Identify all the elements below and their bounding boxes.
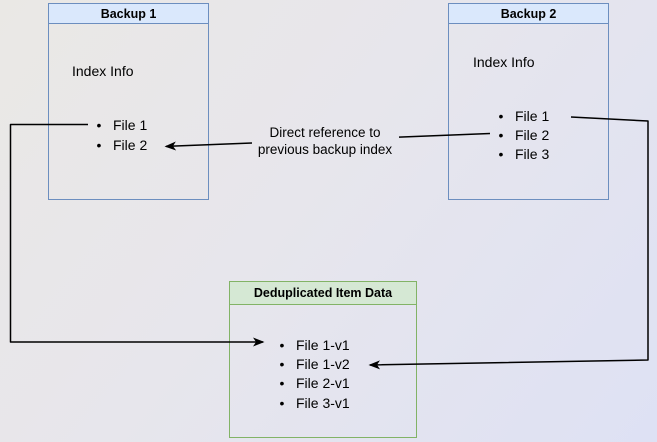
backup1-file-list: • File 1 • File 2 xyxy=(93,115,148,155)
dedup-file3v1-label: File 3-v1 xyxy=(296,394,350,411)
bullet-icon: • xyxy=(279,336,285,353)
backup1-header: Backup 1 xyxy=(49,4,208,24)
bullet-icon: • xyxy=(498,126,504,143)
bullet-icon: • xyxy=(498,107,504,124)
list-item: • File 1-v1 xyxy=(276,335,350,354)
backup1-subtitle: Index Info xyxy=(72,63,134,79)
list-item: • File 1 xyxy=(495,106,550,125)
dedup-node: Deduplicated Item Data • File 1-v1 • Fil… xyxy=(229,281,417,438)
backup2-subtitle: Index Info xyxy=(473,54,535,70)
backup2-file-list: • File 1 • File 2 • File 3 xyxy=(495,106,550,164)
list-item: • File 1-v2 xyxy=(276,354,350,373)
backup1-node: Backup 1 Index Info • File 1 • File 2 xyxy=(48,3,209,200)
list-item: • File 1 xyxy=(93,115,148,135)
annotation-line2: previous backup index xyxy=(257,142,393,157)
dedup-file-list: • File 1-v1 • File 1-v2 • File 2-v1 • Fi… xyxy=(276,335,350,412)
list-item: • File 2 xyxy=(495,125,550,144)
list-item: • File 3 xyxy=(495,145,550,164)
dedup-file1v2-label: File 1-v2 xyxy=(296,355,350,372)
backup2-file1-label: File 1 xyxy=(515,107,550,124)
bullet-icon: • xyxy=(96,117,102,133)
direct-reference-annotation: Direct reference to previous backup inde… xyxy=(234,124,416,158)
bullet-icon: • xyxy=(279,355,285,372)
bullet-icon: • xyxy=(279,394,285,411)
backup2-file2-label: File 2 xyxy=(515,126,550,143)
list-item: • File 2-v1 xyxy=(276,374,350,393)
dedup-header: Deduplicated Item Data xyxy=(230,282,416,305)
list-item: • File 2 xyxy=(93,135,148,155)
annotation-line1: Direct reference to xyxy=(269,125,381,140)
dedup-title: Deduplicated Item Data xyxy=(253,286,393,300)
dedup-file2v1-label: File 2-v1 xyxy=(296,375,350,392)
list-item: • File 3-v1 xyxy=(276,393,350,412)
backup2-node: Backup 2 Index Info • File 1 • File 2 • … xyxy=(448,3,609,200)
backup1-title: Backup 1 xyxy=(100,6,157,21)
backup2-title: Backup 2 xyxy=(500,6,557,21)
bullet-icon: • xyxy=(96,137,102,153)
dedup-file1v1-label: File 1-v1 xyxy=(296,336,350,353)
backup2-file3-label: File 3 xyxy=(515,146,550,163)
bullet-icon: • xyxy=(279,375,285,392)
backup2-header: Backup 2 xyxy=(449,4,608,24)
backup1-file2-label: File 2 xyxy=(113,137,148,153)
backup1-file1-label: File 1 xyxy=(113,117,148,133)
bullet-icon: • xyxy=(498,146,504,163)
